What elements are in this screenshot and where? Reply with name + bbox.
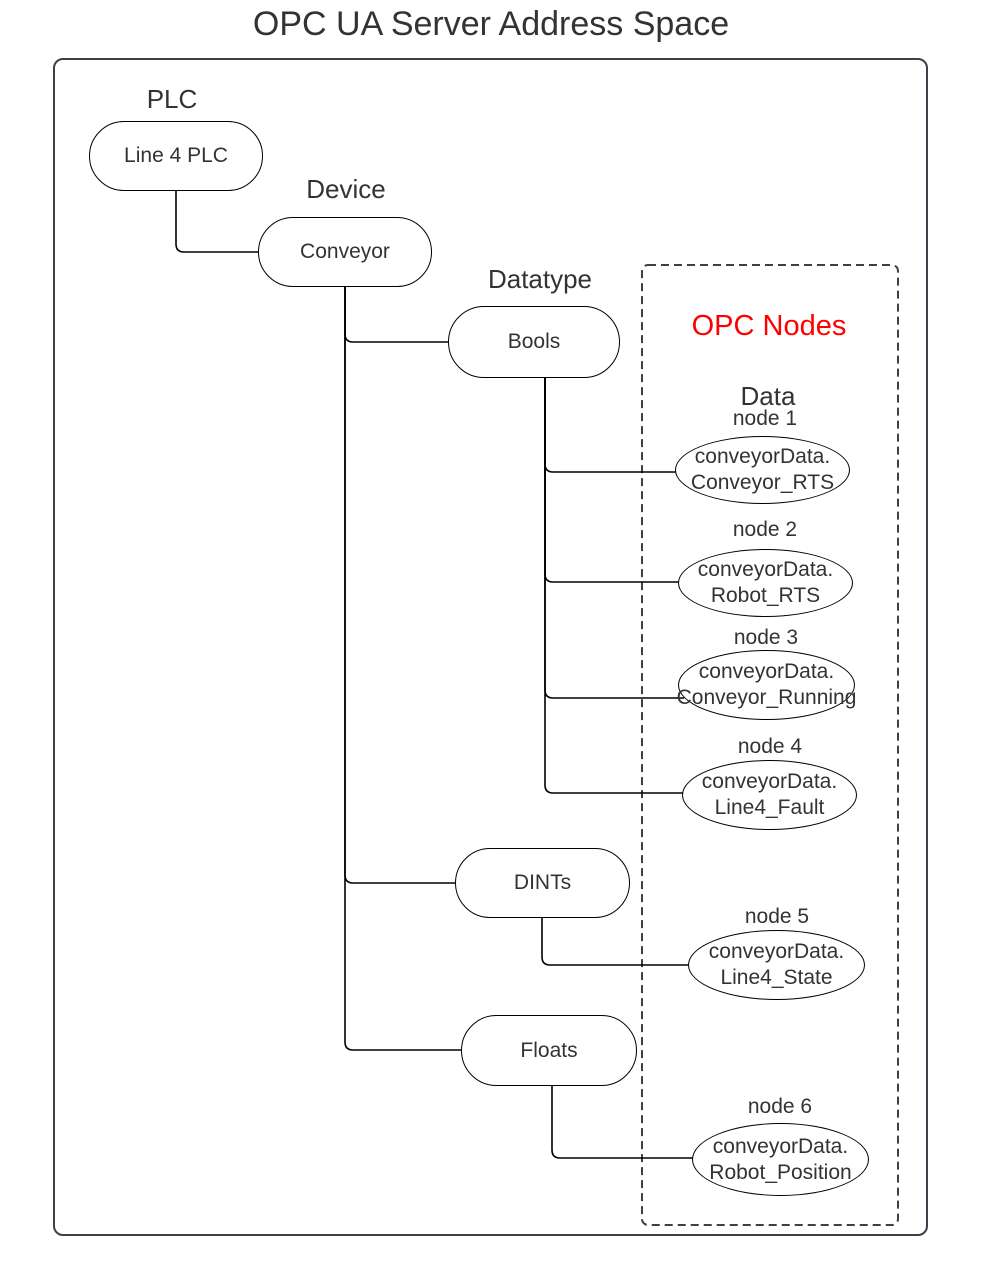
opc-node-2-line1: conveyorData. xyxy=(697,558,834,581)
opc-node-5-line2: Line4_State xyxy=(720,966,833,989)
node-conveyor-text: Conveyor xyxy=(300,240,390,263)
diagram-title: OPC UA Server Address Space xyxy=(252,5,730,43)
node-floats-text: Floats xyxy=(520,1038,578,1062)
connector-dints-node5 xyxy=(541,918,689,966)
opc-node-5-line1: conveyorData. xyxy=(708,940,845,963)
opc-nodes-dashed-box xyxy=(641,264,899,1226)
opc-nodes-label: OPC Nodes xyxy=(691,310,847,342)
opc-node-4-line2: Line4_Fault xyxy=(714,796,825,819)
opc-node-3: conveyorData. Conveyor_Running xyxy=(676,650,857,720)
datatype-label: Datatype xyxy=(487,264,593,294)
data-label: Data xyxy=(740,381,796,411)
node-bools: Bools xyxy=(448,306,620,378)
opc-node-4: conveyorData. Line4_Fault xyxy=(682,760,857,830)
node-3-label: node 3 xyxy=(733,626,799,649)
connector-bools-node4 xyxy=(544,378,683,794)
node-1-label: node 1 xyxy=(732,407,798,430)
node-dints: DINTs xyxy=(455,848,630,918)
node-floats: Floats xyxy=(461,1015,637,1086)
opc-node-6-line1: conveyorData. xyxy=(712,1134,849,1158)
node-5-label: node 5 xyxy=(744,905,810,928)
opc-node-3-line2: Conveyor_Running xyxy=(676,686,857,709)
connector-conveyor-floats xyxy=(344,287,461,1051)
opc-node-6: conveyorData. Robot_Position xyxy=(692,1123,869,1196)
node-dints-text: DINTs xyxy=(513,871,572,894)
node-6-label: node 6 xyxy=(747,1095,813,1118)
connector-floats-node6 xyxy=(551,1086,693,1159)
opc-node-1: conveyorData. Conveyor_RTS xyxy=(675,436,850,504)
node-conveyor: Conveyor xyxy=(258,217,432,287)
node-4-label: node 4 xyxy=(737,735,803,758)
opc-node-1-line1: conveyorData. xyxy=(694,445,831,468)
opc-node-2-line2: Robot_RTS xyxy=(710,584,821,607)
connector-line4plc-conveyor xyxy=(175,191,258,253)
opc-node-1-line2: Conveyor_RTS xyxy=(690,471,835,494)
connector-conveyor-bools xyxy=(344,287,448,343)
node-bools-text: Bools xyxy=(507,330,561,353)
opc-node-2: conveyorData. Robot_RTS xyxy=(678,549,853,617)
outer-frame xyxy=(53,58,928,1236)
node-2-label: node 2 xyxy=(732,518,798,541)
opc-node-5: conveyorData. Line4_State xyxy=(688,930,865,1000)
device-label: Device xyxy=(306,174,386,204)
node-line4-plc: Line 4 PLC xyxy=(89,121,263,191)
connector-conveyor-dints xyxy=(344,287,455,884)
opc-node-4-line1: conveyorData. xyxy=(701,770,838,793)
opc-node-6-line2: Robot_Position xyxy=(709,1160,852,1184)
node-line4-plc-text: Line 4 PLC xyxy=(124,144,228,167)
plc-label: PLC xyxy=(146,84,198,114)
opc-node-3-line1: conveyorData. xyxy=(698,660,835,683)
